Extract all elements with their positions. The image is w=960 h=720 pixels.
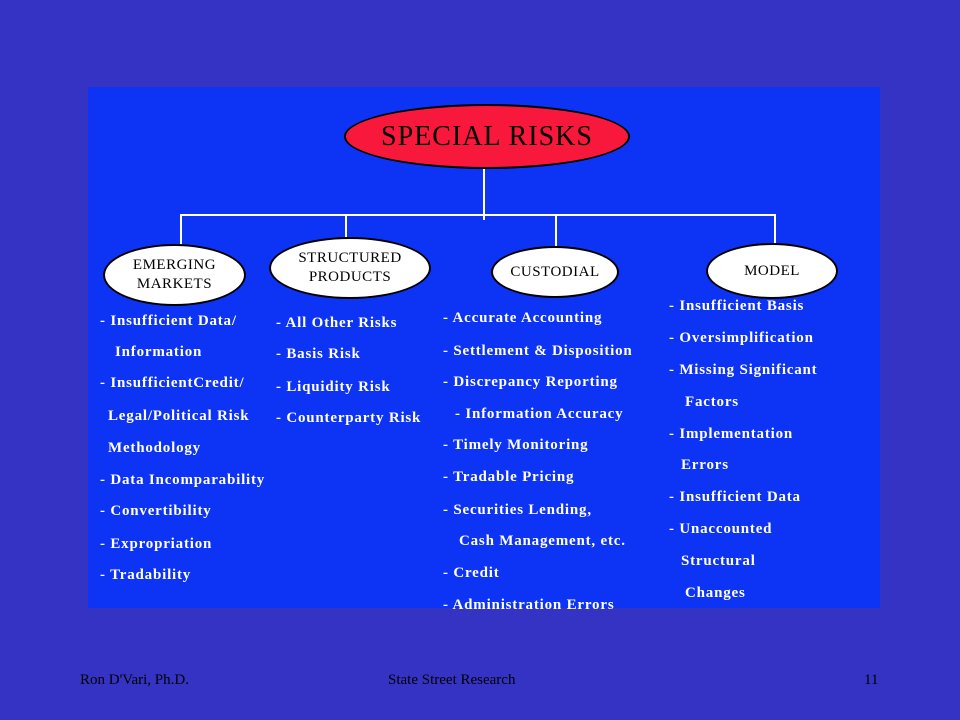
- list-item: - Liquidity Risk: [276, 379, 391, 395]
- list-item: - Credit: [443, 565, 500, 581]
- list-item: - Unaccounted: [669, 521, 773, 537]
- list-item: - Administration Errors: [443, 597, 615, 613]
- list-item: - Insufficient Data: [669, 489, 801, 505]
- list-item: - Data Incomparability: [100, 472, 266, 488]
- list-item: - Accurate Accounting: [443, 310, 603, 326]
- category-emerging-markets: EMERGING MARKETS: [103, 244, 246, 306]
- list-item: - Timely Monitoring: [443, 437, 589, 453]
- list-item: - Insufficient Basis: [669, 298, 805, 314]
- list-item: - InsufficientCredit/: [100, 375, 245, 391]
- list-item: Legal/Political Risk: [108, 408, 250, 424]
- footer-page-number: 11: [864, 672, 879, 688]
- list-item: - Tradable Pricing: [443, 469, 575, 485]
- list-item: Factors: [685, 394, 739, 410]
- footer-organization: State Street Research: [388, 672, 516, 688]
- list-item: Cash Management, etc.: [459, 533, 626, 549]
- list-item: - Implementation: [669, 426, 794, 442]
- category-custodial: CUSTODIAL: [491, 246, 619, 298]
- category-label: STRUCTURED PRODUCTS: [298, 250, 402, 285]
- list-item: Errors: [681, 457, 729, 473]
- category-label: MODEL: [744, 262, 800, 279]
- category-label: EMERGING MARKETS: [132, 257, 217, 292]
- list-item: Methodology: [108, 440, 201, 456]
- list-item: Changes: [685, 585, 746, 601]
- list-item: - All Other Risks: [276, 315, 398, 331]
- list-item: - Expropriation: [100, 536, 213, 552]
- category-model: MODEL: [706, 243, 838, 299]
- title-node: SPECIAL RISKS: [344, 104, 630, 169]
- category-label: CUSTODIAL: [510, 263, 600, 280]
- footer-author: Ron D'Vari, Ph.D.: [80, 672, 189, 688]
- list-item: - Basis Risk: [276, 346, 361, 362]
- list-item: - Information Accuracy: [455, 406, 624, 422]
- list-item: - Convertibility: [100, 503, 212, 519]
- category-structured-products: STRUCTURED PRODUCTS: [269, 237, 431, 299]
- list-clip-region: - Insufficient Data/ Information - Insuf…: [0, 87, 960, 615]
- list-item: Structural: [681, 553, 756, 569]
- list-item: - Discrepancy Reporting: [443, 374, 618, 390]
- list-item: - Oversimplification: [669, 330, 814, 346]
- list-item: - Missing Significant: [669, 362, 818, 378]
- list-item: - Settlement & Disposition: [443, 343, 633, 359]
- list-item: - Insufficient Data/: [100, 313, 237, 329]
- title-text: SPECIAL RISKS: [381, 120, 593, 152]
- list-item: - Counterparty Risk: [276, 410, 422, 426]
- list-item: Information: [115, 344, 203, 360]
- list-item: - Tradability: [100, 567, 192, 583]
- list-item: - Securities Lending,: [443, 502, 592, 518]
